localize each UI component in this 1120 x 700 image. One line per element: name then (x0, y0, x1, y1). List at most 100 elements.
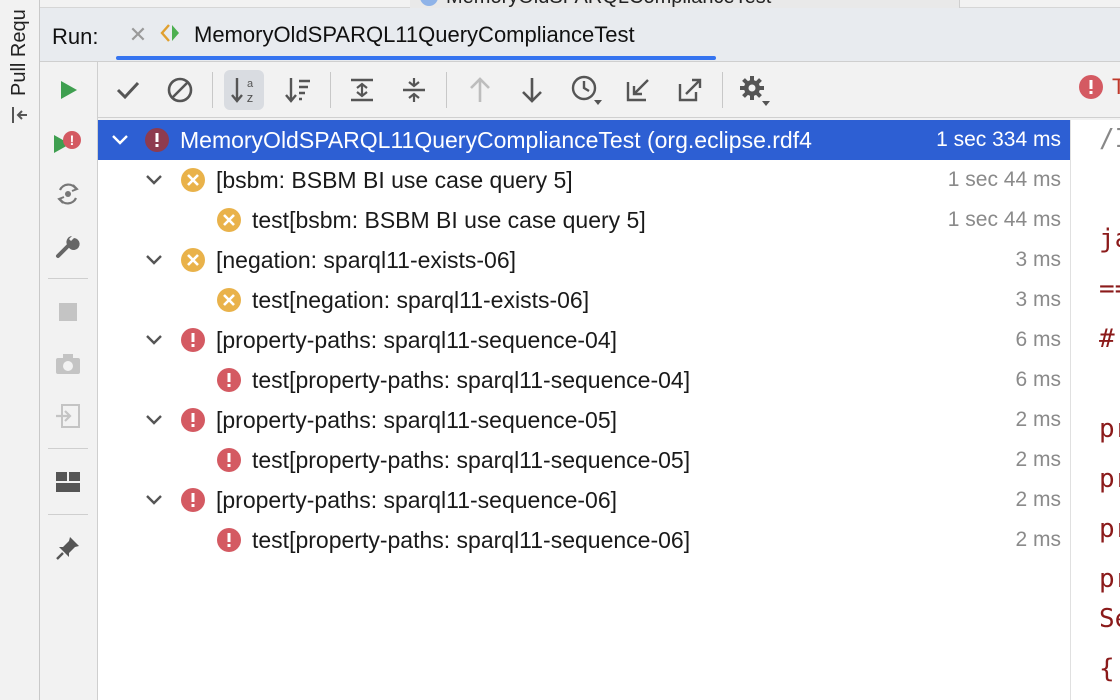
error-icon (1079, 75, 1103, 99)
test-failed-icon (216, 527, 242, 553)
separator (722, 72, 723, 108)
editor-tab[interactable]: MemoryOldSPARQLComplianceTest (410, 0, 960, 8)
test-ignored-icon (216, 287, 242, 313)
import-test-results-button[interactable] (618, 70, 658, 110)
code-line: pr (1099, 464, 1120, 494)
test-failed-icon (144, 127, 170, 153)
test-name: test[property-paths: sparql11-sequence-0… (252, 446, 691, 473)
separator (446, 72, 447, 108)
auto-test-icon (57, 183, 79, 205)
run-header: Run: ✕ MemoryOldSPARQL11QueryComplianceT… (40, 8, 1120, 62)
test-row[interactable]: test[property-paths: sparql11-sequence-0… (98, 520, 1070, 560)
test-suite-row[interactable]: [negation: sparql11-exists-06]3 ms (98, 240, 1070, 280)
test-row[interactable]: test[property-paths: sparql11-sequence-0… (98, 360, 1070, 400)
test-failed-icon (216, 367, 242, 393)
test-duration: 2 ms (1015, 448, 1061, 471)
chevron-down-icon[interactable] (142, 248, 166, 272)
import-tests-button[interactable] (50, 398, 86, 434)
test-duration: 2 ms (1015, 528, 1061, 551)
close-icon[interactable]: ✕ (128, 22, 148, 47)
code-line: { (1099, 654, 1115, 684)
separator (212, 72, 213, 108)
code-line: ja (1099, 224, 1120, 254)
stop-icon (59, 303, 77, 321)
svg-text:z: z (247, 90, 254, 105)
layout-button[interactable] (50, 464, 86, 500)
test-duration: 6 ms (1015, 368, 1061, 391)
pull-requests-tool-button[interactable]: Pull Requ (8, 9, 31, 96)
ignored-icon (167, 77, 193, 103)
show-ignored-button[interactable] (160, 70, 200, 110)
test-name: test[property-paths: sparql11-sequence-0… (252, 526, 691, 553)
collapse-all-icon (403, 78, 425, 102)
separator (48, 514, 88, 515)
test-suite-row[interactable]: [property-paths: sparql11-sequence-05]2 … (98, 400, 1070, 440)
test-name: [property-paths: sparql11-sequence-06] (216, 486, 618, 513)
settings-wrench-button[interactable] (50, 228, 86, 264)
test-duration: 1 sec 44 ms (947, 208, 1061, 231)
test-ignored-icon (180, 247, 206, 273)
export-arrow-icon (678, 78, 702, 102)
toggle-auto-test-button[interactable] (50, 176, 86, 212)
test-name: [property-paths: sparql11-sequence-05] (216, 406, 618, 433)
test-name: test[bsbm: BSBM BI use case query 5] (252, 206, 646, 233)
expand-all-button[interactable] (342, 70, 382, 110)
test-config-icon (160, 22, 182, 49)
pin-tab-button[interactable] (50, 530, 86, 566)
test-row[interactable]: test[property-paths: sparql11-sequence-0… (98, 440, 1070, 480)
show-passed-button[interactable] (108, 70, 148, 110)
previous-failed-button[interactable] (460, 70, 500, 110)
export-test-results-button[interactable] (670, 70, 710, 110)
wrench-icon (56, 236, 80, 258)
rerun-button[interactable] (50, 72, 86, 108)
expand-all-icon (351, 78, 373, 102)
test-failed-icon (180, 487, 206, 513)
test-suite-row[interactable]: [property-paths: sparql11-sequence-04]6 … (98, 320, 1070, 360)
test-row[interactable]: test[negation: sparql11-exists-06]3 ms (98, 280, 1070, 320)
test-duration: 1 sec 334 ms (932, 128, 1061, 152)
history-clock-icon (571, 75, 602, 105)
test-status-summary: T (1078, 74, 1120, 100)
left-tool-strip: Pull Requ (0, 0, 40, 700)
collapse-all-button[interactable] (394, 70, 434, 110)
test-name: [bsbm: BSBM BI use case query 5] (216, 166, 573, 193)
test-ignored-icon (216, 207, 242, 233)
play-icon (61, 81, 77, 99)
chevron-down-icon[interactable] (142, 408, 166, 432)
code-line: Se (1099, 604, 1120, 634)
layout-icon (56, 472, 80, 492)
run-tab-title: MemoryOldSPARQL11QueryComplianceTest (194, 22, 635, 47)
test-results-tree: MemoryOldSPARQL11QueryComplianceTest (or… (98, 120, 1070, 700)
separator (48, 448, 88, 449)
test-name: MemoryOldSPARQL11QueryComplianceTest (or… (180, 126, 812, 153)
chevron-down-icon[interactable] (142, 328, 166, 352)
next-failed-button[interactable] (512, 70, 552, 110)
test-suite-row[interactable]: MemoryOldSPARQL11QueryComplianceTest (or… (98, 120, 1070, 160)
test-row[interactable]: test[bsbm: BSBM BI use case query 5] 1 se… (98, 200, 1070, 240)
pin-icon (56, 537, 79, 560)
test-suite-row[interactable]: [bsbm: BSBM BI use case query 5] 1 sec 44… (98, 160, 1070, 200)
run-config-tab[interactable]: ✕ MemoryOldSPARQL11QueryComplianceTest (120, 8, 716, 62)
svg-text:a: a (247, 78, 254, 90)
test-history-button[interactable] (566, 70, 606, 110)
chevron-down-icon[interactable] (108, 128, 132, 152)
test-duration: 6 ms (1015, 328, 1061, 351)
svg-text:!: ! (70, 132, 75, 148)
test-suite-row[interactable]: [property-paths: sparql11-sequence-06]2 … (98, 480, 1070, 520)
code-line: pr (1099, 514, 1120, 544)
run-label: Run: (52, 24, 99, 49)
test-duration: 1 sec 44 ms (947, 168, 1061, 191)
sort-by-duration-button[interactable] (278, 70, 318, 110)
chevron-down-icon[interactable] (142, 488, 166, 512)
snapshot-button[interactable] (50, 346, 86, 382)
chevron-down-icon[interactable] (142, 168, 166, 192)
gear-icon (740, 76, 770, 106)
file-icon (420, 0, 438, 6)
stop-button[interactable] (50, 294, 86, 330)
test-settings-button[interactable] (734, 70, 774, 110)
rerun-failed-button[interactable]: ! (50, 126, 86, 162)
arrow-down-icon (522, 78, 542, 103)
